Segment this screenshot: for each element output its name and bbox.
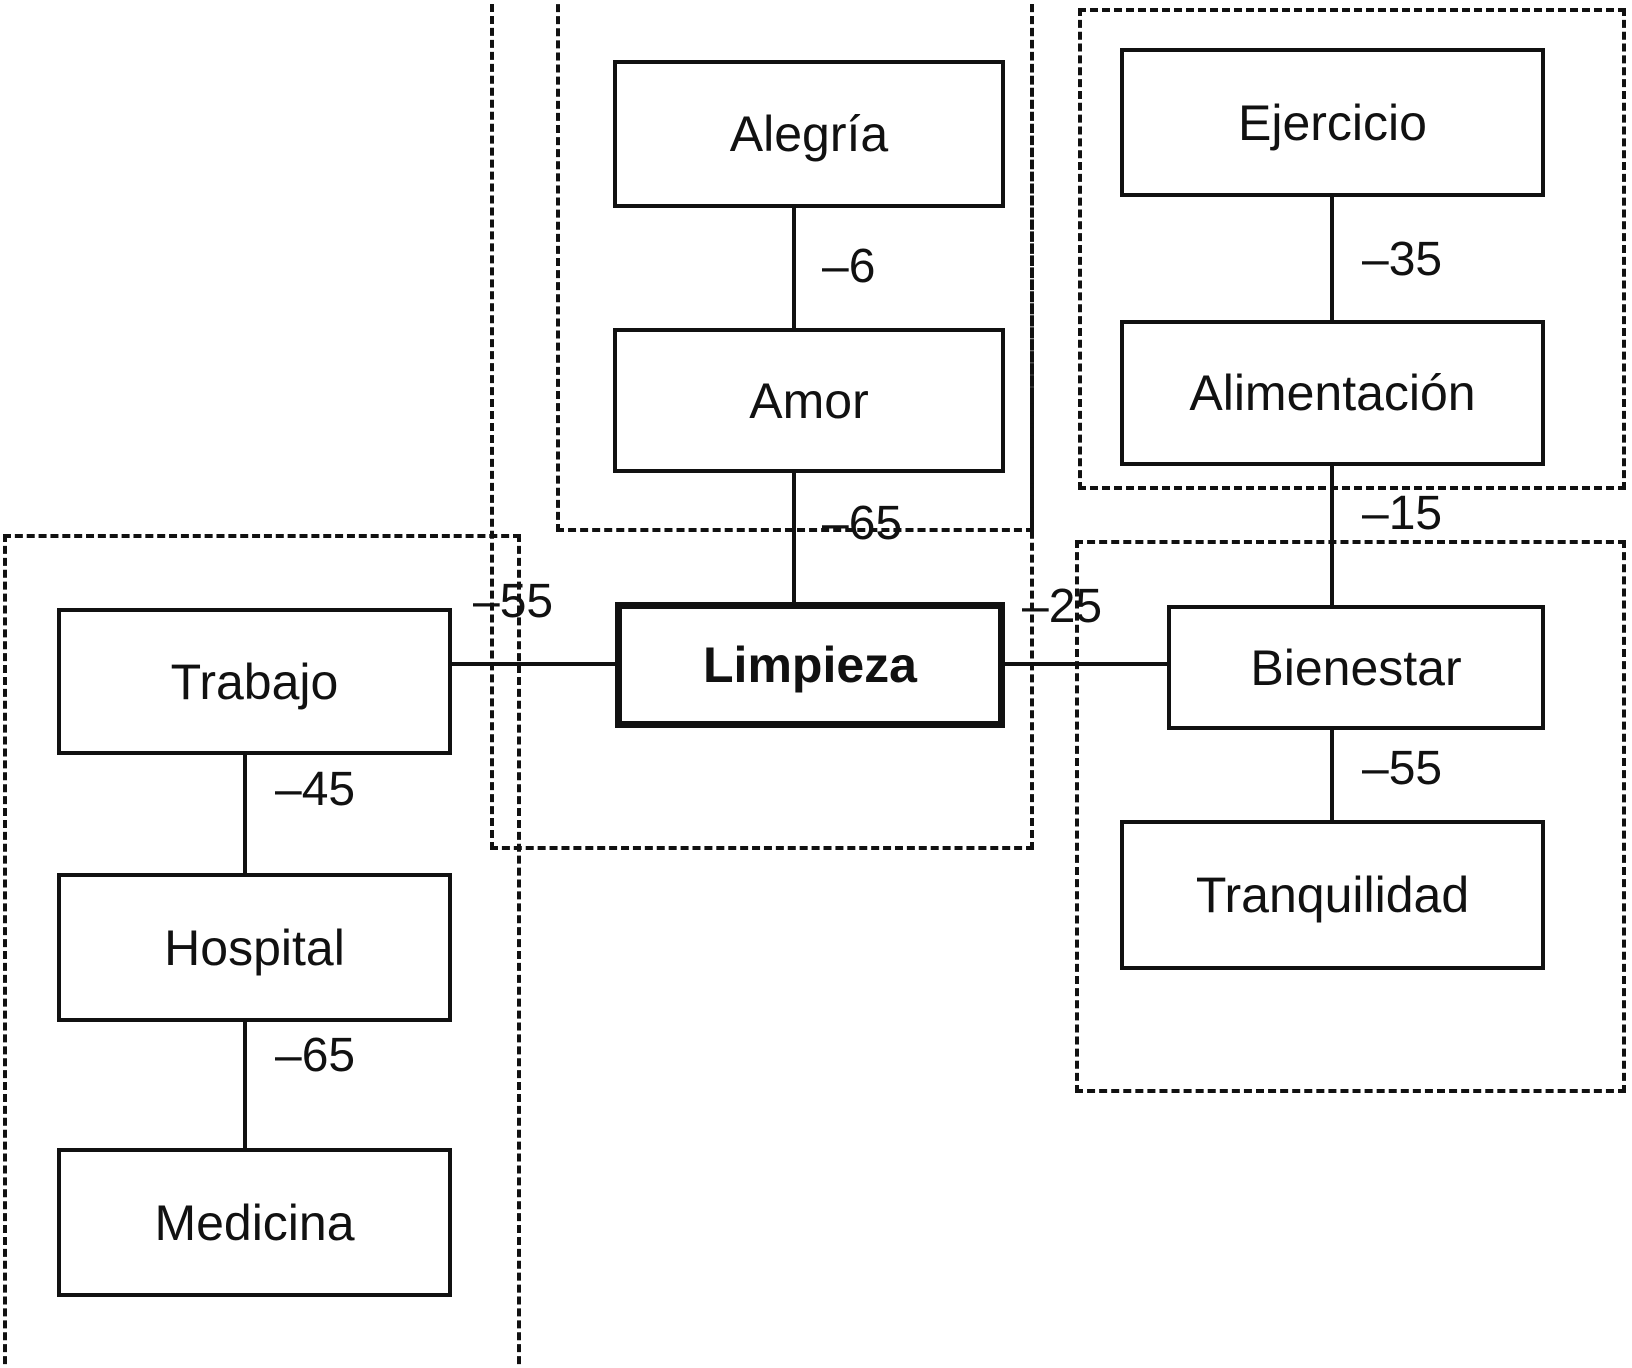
- node-limpieza-label: Limpieza: [703, 637, 917, 693]
- edge-weight-alegria-amor: –6: [822, 240, 876, 293]
- edge-amor-limpieza-line: [792, 471, 796, 605]
- node-trabajo[interactable]: Trabajo: [57, 608, 452, 755]
- node-amor[interactable]: Amor: [613, 328, 1005, 473]
- edge-bienestar-tranquilidad-line: [1330, 728, 1334, 822]
- edge-hospital-medicina-line: [243, 1020, 247, 1150]
- node-hospital[interactable]: Hospital: [57, 873, 452, 1022]
- edge-weight-ejercicio-alimentacion: –35: [1362, 233, 1443, 286]
- edge-alimentacion-bienestar-line: [1330, 464, 1334, 607]
- edge-weight-bienestar-tranquilidad: –55: [1362, 742, 1443, 795]
- node-ejercicio-label: Ejercicio: [1238, 94, 1427, 151]
- node-medicina[interactable]: Medicina: [57, 1148, 452, 1297]
- node-alegria-label: Alegría: [729, 106, 889, 162]
- node-limpieza[interactable]: Limpieza: [615, 602, 1005, 728]
- edge-weight-trabajo-limpieza: –55: [473, 575, 554, 628]
- node-ejercicio[interactable]: Ejercicio: [1120, 48, 1545, 197]
- node-alimentacion-label: Alimentación: [1189, 365, 1476, 421]
- edge-limpieza-bienestar-line: [1003, 662, 1169, 666]
- node-hospital-label: Hospital: [164, 919, 345, 976]
- region-laboral: [3, 534, 521, 1368]
- node-medicina-label: Medicina: [154, 1194, 355, 1251]
- node-amor-label: Amor: [749, 372, 869, 429]
- edge-weight-trabajo-hospital: –45: [275, 763, 356, 816]
- edge-trabajo-limpieza-line: [450, 662, 618, 666]
- edge-weight-amor-limpieza: –65: [822, 497, 903, 550]
- node-alimentacion[interactable]: Alimentación: [1120, 320, 1545, 466]
- node-bienestar[interactable]: Bienestar: [1167, 605, 1545, 730]
- edge-alegria-amor-line: [792, 206, 796, 330]
- node-tranquilidad[interactable]: Tranquilidad: [1120, 820, 1545, 970]
- edge-weight-hospital-medicina: –65: [275, 1029, 356, 1082]
- edge-weight-limpieza-bienestar: –25: [1022, 580, 1103, 633]
- node-alegria[interactable]: Alegría: [613, 60, 1005, 208]
- node-tranquilidad-label: Tranquilidad: [1195, 867, 1470, 923]
- region-bienestar: [1075, 540, 1626, 1093]
- region-salud: [1078, 8, 1626, 490]
- node-bienestar-label: Bienestar: [1250, 639, 1462, 696]
- edge-weight-alimentacion-bienestar: –15: [1362, 487, 1443, 540]
- edge-ejercicio-alimentacion-line: [1330, 195, 1334, 322]
- node-trabajo-label: Trabajo: [170, 653, 339, 710]
- edge-trabajo-hospital-line: [243, 753, 247, 875]
